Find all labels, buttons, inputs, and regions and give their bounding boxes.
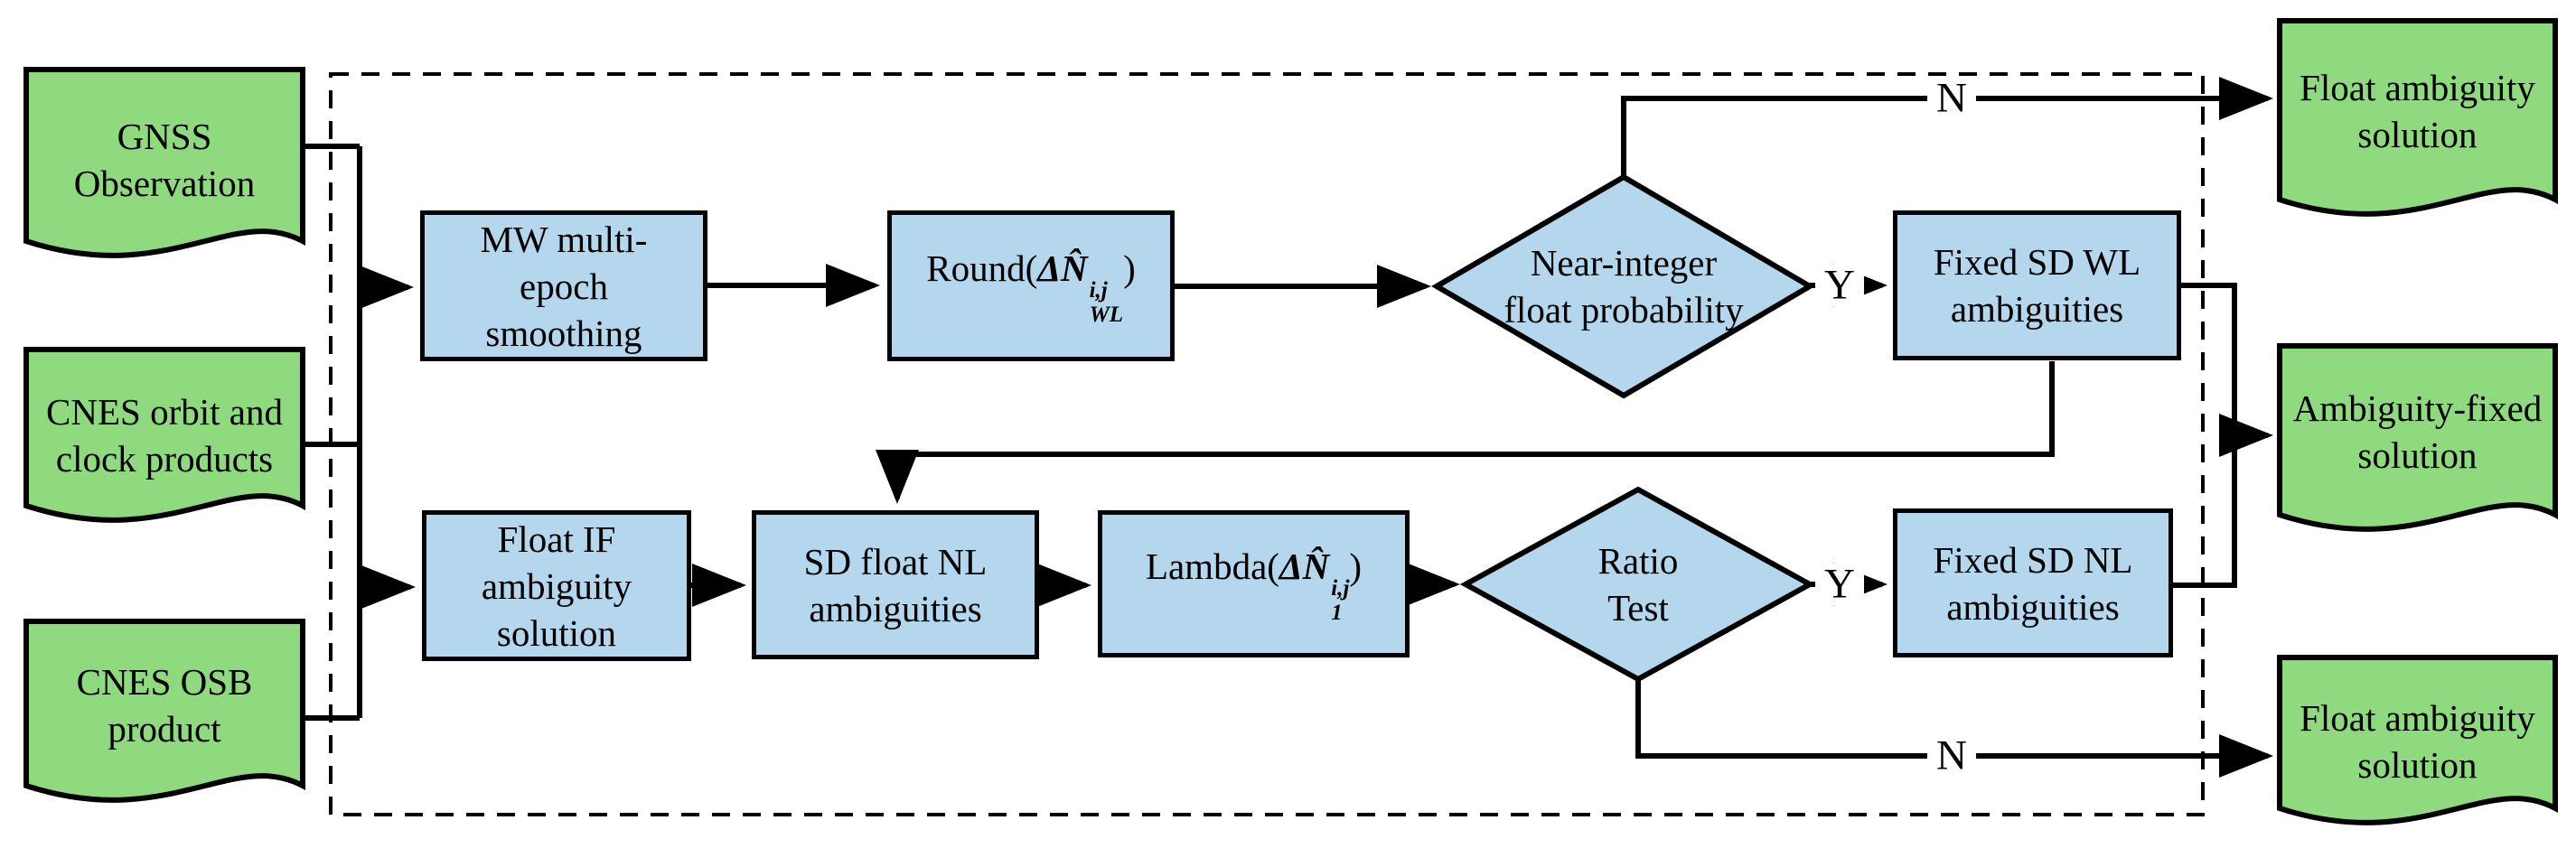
round-subscript: WL [1089, 303, 1124, 328]
fixed-nl-line-1: Fixed SD NL [1933, 538, 2133, 581]
float-if-line-3: solution [496, 611, 617, 654]
mw-line-2: epoch [520, 265, 608, 307]
ratio-no-label: N [1927, 734, 1976, 778]
ambiguity-fixed-solution-doc [2277, 343, 2558, 532]
fixed-nl-line-2: ambiguities [1946, 585, 2120, 628]
mw-line-3: smoothing [485, 312, 642, 354]
float-if-line-1: Float IF [497, 517, 616, 560]
round-delta-n-hat: ΔN̂ [1037, 247, 1088, 289]
mw-multi-epoch-smoothing-box: MW multi- epoch smoothing [420, 210, 707, 361]
lambda-delta-n-hat: ΔN̂ [1279, 545, 1330, 587]
float-if-ambiguity-solution-box: Float IF ambiguity solution [422, 510, 691, 661]
lambda-close: ) [1349, 545, 1363, 587]
round-prefix: Round( [926, 247, 1038, 289]
sd-float-nl-line-2: ambiguities [809, 587, 982, 629]
sd-float-nl-ambiguities-box: SD float NL ambiguities [752, 510, 1039, 659]
float-ambiguity-solution-top-doc [2277, 18, 2558, 217]
connector-fixed-wl-to-sd-float-nl [876, 361, 2055, 504]
gnss-observation-doc [23, 67, 305, 258]
ratio-yes-label: Y [1815, 563, 1864, 606]
float-if-line-2: ambiguity [481, 564, 632, 607]
lambda-superscript: i,j [1331, 576, 1350, 601]
near-integer-no-label: N [1927, 77, 1976, 120]
cnes-osb-doc [23, 619, 305, 803]
connector-ratio-no-to-float-solution [1635, 679, 2273, 778]
fixed-wl-line-2: ambiguities [1950, 288, 2124, 330]
near-integer-yes-label: Y [1815, 264, 1864, 307]
ratio-test-decision-diamond [1459, 486, 1816, 683]
mw-line-1: MW multi- [480, 218, 648, 260]
sd-float-nl-line-1: SD float NL [803, 540, 988, 583]
fixed-sd-wl-ambiguities-box: Fixed SD WL ambiguities [1893, 210, 2181, 360]
float-ambiguity-solution-bottom-doc [2277, 655, 2558, 825]
round-close: ) [1123, 247, 1136, 289]
lambda-subscript: 1 [1331, 601, 1343, 626]
fixed-wl-line-1: Fixed SD WL [1933, 241, 2141, 283]
connector-near-integer-no-to-float-solution [1621, 77, 2273, 177]
connector-input-collector [303, 144, 362, 721]
lambda-prefix: Lambda( [1145, 545, 1279, 587]
cnes-orbit-clock-doc [23, 347, 305, 523]
dashed-processing-boundary [329, 72, 2205, 816]
round-superscript: i,j [1089, 278, 1108, 303]
near-integer-decision-diamond [1431, 173, 1815, 399]
fixed-sd-nl-ambiguities-box: Fixed SD NL ambiguities [1893, 508, 2173, 657]
